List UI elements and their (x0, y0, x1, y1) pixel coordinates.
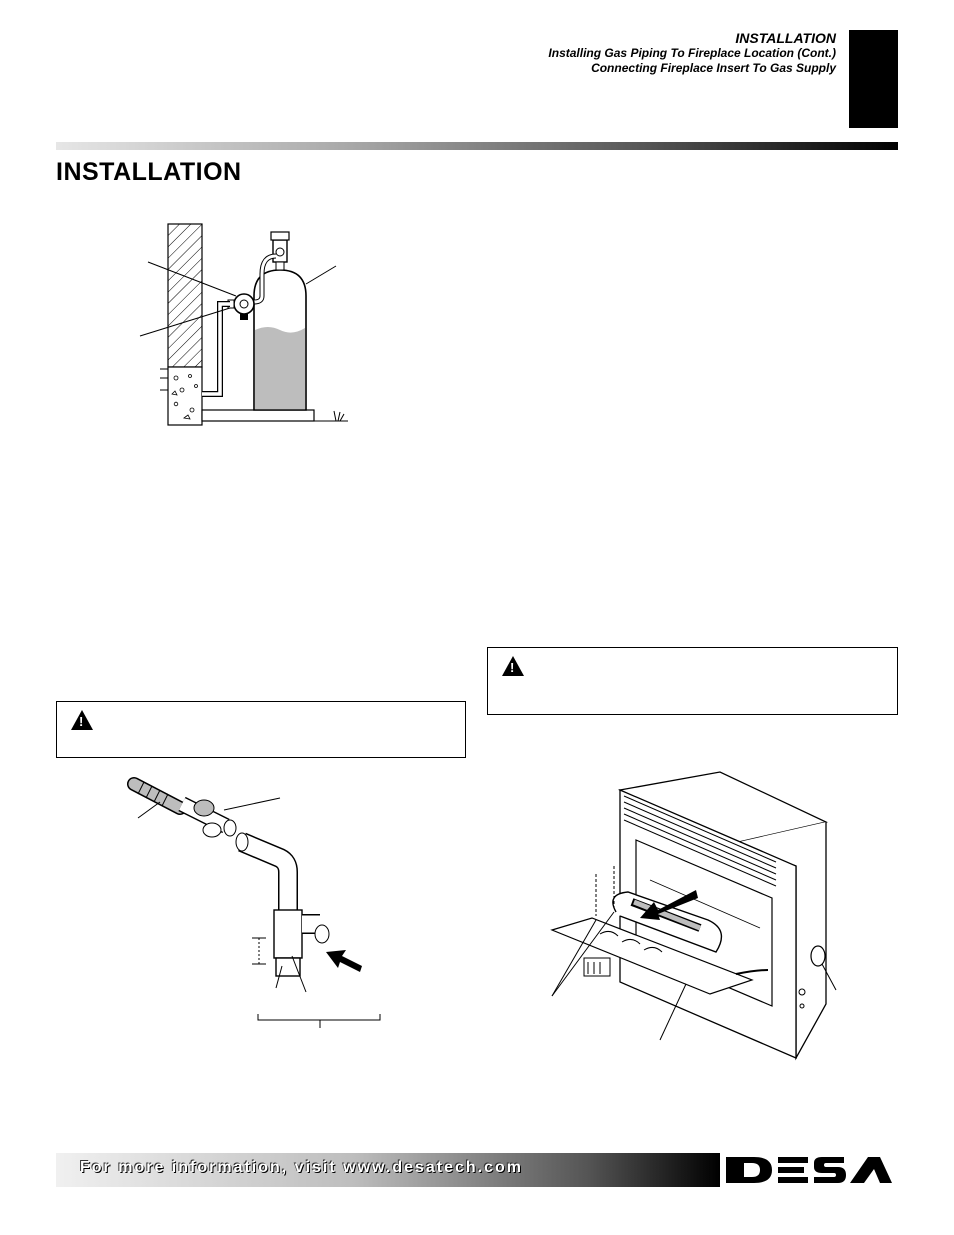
header-line-2: Connecting Fireplace Insert To Gas Suppl… (591, 61, 836, 75)
page-title: INSTALLATION (56, 158, 242, 186)
header-rule (56, 142, 898, 150)
header-section: INSTALLATION (735, 30, 836, 46)
desa-logo-mark (726, 1157, 892, 1183)
desa-logo (720, 1153, 898, 1187)
warning-box-left: ! (56, 701, 466, 758)
warning-triangle-icon: ! (71, 710, 93, 730)
warning-box-right: ! (487, 647, 898, 715)
fireplace-insert-figure (550, 771, 837, 1061)
sediment-trap-figure (127, 777, 381, 1028)
footer-website-text: For more information, visit www.desatech… (80, 1159, 524, 1176)
warning-triangle-icon: ! (502, 656, 524, 676)
running-header: INSTALLATION Installing Gas Piping To Fi… (548, 30, 836, 76)
footer-band (56, 1153, 720, 1187)
section-tab (849, 30, 898, 128)
header-line-1: Installing Gas Piping To Fireplace Locat… (548, 46, 836, 60)
lp-tank-figure (139, 223, 348, 426)
